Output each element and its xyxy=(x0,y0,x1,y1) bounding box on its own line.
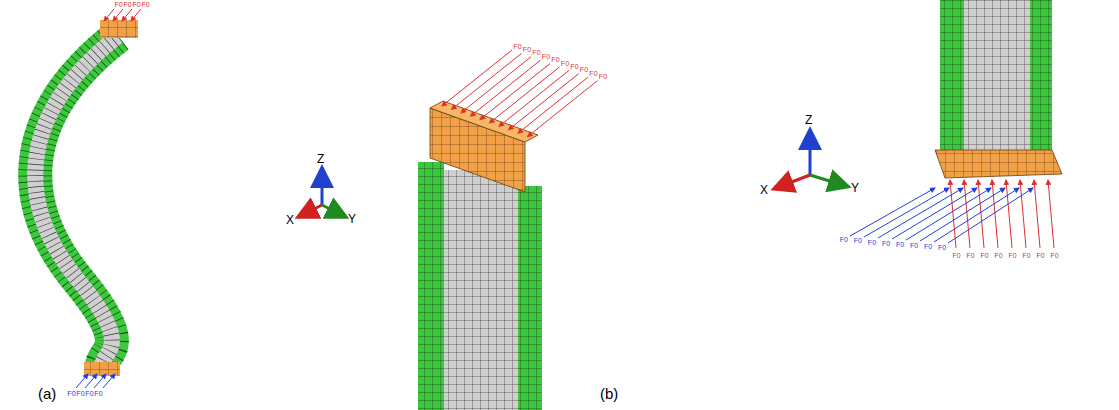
axis-triad xyxy=(776,132,846,188)
load-label: F0 xyxy=(513,42,521,49)
deformed-column xyxy=(35,20,138,376)
load-label: F0 xyxy=(1051,251,1059,258)
load-arrow xyxy=(452,53,522,109)
load-arrow xyxy=(518,77,588,133)
load-arrow xyxy=(499,70,569,126)
load-label: F0 xyxy=(995,251,1003,258)
load-label: F0 xyxy=(132,0,140,7)
load-label: F0 xyxy=(599,73,607,80)
panel-caption: (b) xyxy=(600,386,618,401)
axis-label: Y xyxy=(348,213,356,225)
load-label: F0 xyxy=(523,46,531,53)
load-arrow xyxy=(948,188,1033,243)
load-arrow xyxy=(950,180,956,248)
load-arrow xyxy=(1048,180,1054,248)
load-arrow xyxy=(471,60,541,116)
axis-label: Y xyxy=(851,182,859,194)
load-arrow xyxy=(1034,180,1040,248)
load-label: F0 xyxy=(953,251,961,258)
load-label: F0 xyxy=(76,390,84,397)
load-arrow xyxy=(964,180,970,248)
load-label: F0 xyxy=(570,63,578,70)
load-label: F0 xyxy=(1023,251,1031,258)
load-label: F0 xyxy=(854,237,862,244)
axis-label: Z xyxy=(805,114,812,126)
load-label: F0 xyxy=(85,390,93,397)
load-label: F0 xyxy=(840,236,848,243)
load-label: F0 xyxy=(114,0,122,7)
load-label: F0 xyxy=(67,390,75,397)
load-label: F0 xyxy=(94,390,102,397)
load-label: F0 xyxy=(910,241,918,248)
axis-label: Z xyxy=(317,153,324,165)
load-label: F0 xyxy=(924,242,932,249)
load-label: F0 xyxy=(532,49,540,56)
load-label: F0 xyxy=(1009,251,1017,258)
load-label: F0 xyxy=(580,66,588,73)
load-label: F0 xyxy=(1037,251,1045,258)
column-top-detail xyxy=(418,101,542,410)
load-label: F0 xyxy=(141,0,149,7)
load-arrow xyxy=(131,9,141,21)
load-arrow xyxy=(461,57,531,113)
load-arrow xyxy=(442,50,512,106)
load-label: F0 xyxy=(542,52,550,59)
load-label: F0 xyxy=(938,243,946,250)
load-label: F0 xyxy=(967,251,975,258)
load-arrow xyxy=(122,9,132,21)
load-arrow xyxy=(528,81,598,137)
load-arrow xyxy=(480,64,550,120)
load-label: F0 xyxy=(882,239,890,246)
load-label: F0 xyxy=(561,59,569,66)
load-arrow xyxy=(934,188,1019,242)
load-label: F0 xyxy=(981,251,989,258)
load-arrow xyxy=(509,74,579,130)
load-label: F0 xyxy=(551,56,559,63)
axis-label: X xyxy=(286,214,294,226)
load-arrow xyxy=(490,67,560,123)
load-arrow xyxy=(1020,180,1026,248)
panel-caption: (a) xyxy=(38,386,56,401)
load-arrow xyxy=(103,374,115,388)
load-arrow xyxy=(1006,180,1012,248)
load-label: F0 xyxy=(896,240,904,247)
load-arrow xyxy=(104,9,114,21)
load-arrow xyxy=(113,9,123,21)
load-label: F0 xyxy=(589,69,597,76)
axis-label: X xyxy=(760,184,768,196)
column-bottom-detail xyxy=(935,0,1062,178)
axis-triad xyxy=(300,170,344,216)
load-label: F0 xyxy=(123,0,131,7)
load-label: F0 xyxy=(868,238,876,245)
